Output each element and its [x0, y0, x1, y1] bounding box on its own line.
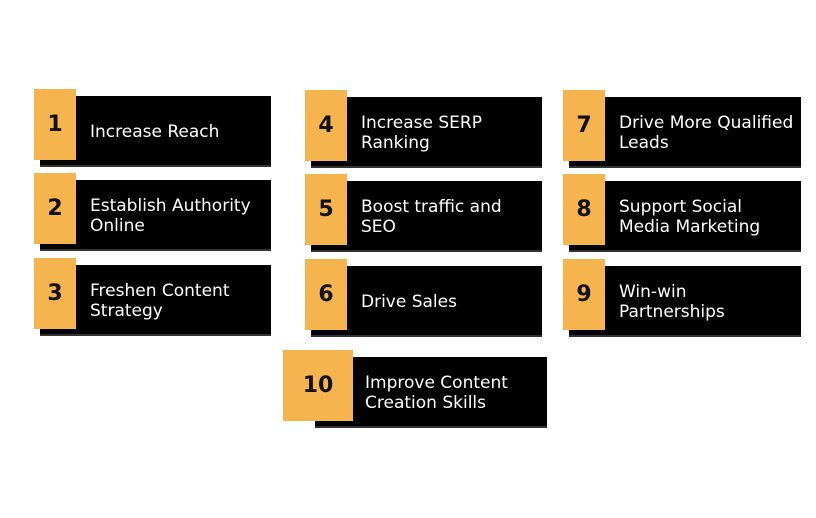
goal-item-7: 7 Drive More Qualified Leads: [563, 90, 801, 168]
goal-label: Increase Reach: [90, 121, 220, 142]
goal-item-1: 1 Increase Reach: [34, 89, 271, 167]
goal-number: 10: [283, 350, 353, 421]
goal-box: [311, 266, 542, 337]
goal-box: [40, 96, 271, 167]
goal-number: 6: [305, 259, 347, 330]
goal-label: Increase SERP Ranking: [361, 112, 482, 153]
goal-item-10: 10 Improve Content Creation Skills: [283, 350, 547, 428]
goal-item-5: 5 Boost traffic and SEO: [305, 174, 542, 252]
goal-item-4: 4 Increase SERP Ranking: [305, 90, 542, 168]
goal-box: [40, 180, 271, 251]
goal-box: [569, 97, 801, 168]
goal-number: 5: [305, 174, 347, 245]
goal-label: Drive More Qualified Leads: [619, 112, 794, 153]
goal-box: [311, 97, 542, 168]
goal-number: 4: [305, 90, 347, 161]
goal-number: 8: [563, 174, 605, 245]
goal-box: [569, 181, 801, 252]
goal-label: Drive Sales: [361, 291, 457, 312]
goal-label: Freshen Content Strategy: [90, 280, 230, 321]
goal-number: 2: [34, 173, 76, 244]
goal-number: 3: [34, 258, 76, 329]
goal-number: 9: [563, 259, 605, 330]
goal-box: [40, 265, 271, 336]
goal-box: [315, 357, 547, 428]
goal-label: Establish Authority Online: [90, 195, 251, 236]
goal-label: Support Social Media Marketing: [619, 196, 761, 237]
goal-label: Win-win Partnerships: [619, 281, 725, 322]
goal-item-3: 3 Freshen Content Strategy: [34, 258, 271, 336]
goal-label: Improve Content Creation Skills: [365, 372, 508, 413]
goal-number: 1: [34, 89, 76, 160]
goal-box: [569, 266, 801, 337]
goal-item-9: 9 Win-win Partnerships: [563, 259, 801, 337]
goal-label: Boost traffic and SEO: [361, 196, 502, 237]
goal-number: 7: [563, 90, 605, 161]
goal-item-6: 6 Drive Sales: [305, 259, 542, 337]
goal-box: [311, 181, 542, 252]
goal-item-2: 2 Establish Authority Online: [34, 173, 271, 251]
goal-item-8: 8 Support Social Media Marketing: [563, 174, 801, 252]
